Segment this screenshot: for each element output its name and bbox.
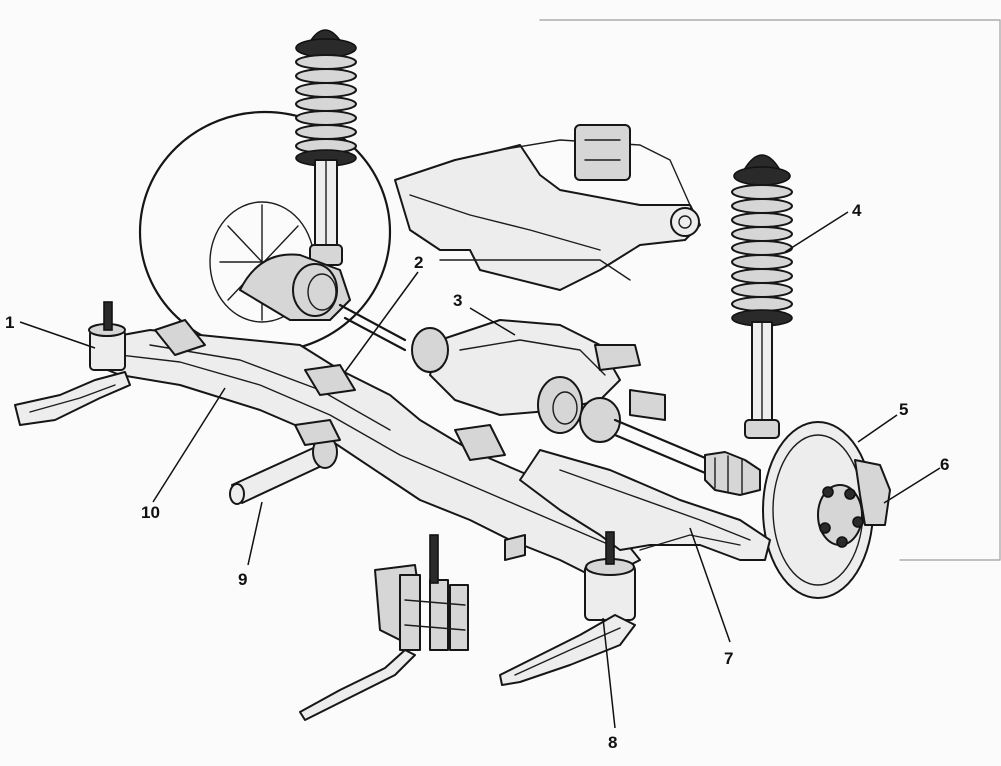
leader-6 — [883, 467, 941, 504]
leader-5 — [857, 414, 898, 443]
strut-right — [731, 154, 793, 439]
leader-9 — [247, 501, 263, 566]
callout-3: 3 — [453, 291, 462, 310]
callout-labels: 1 2 3 4 5 6 7 8 9 10 — [5, 201, 949, 752]
callout-1: 1 — [5, 313, 14, 332]
callout-8: 8 — [608, 733, 617, 752]
left-driveshaft — [239, 253, 407, 352]
rear-crossmember — [94, 319, 641, 581]
leader-4 — [784, 211, 849, 253]
trailing-arm — [519, 449, 771, 561]
right-mount — [499, 531, 636, 686]
strut-left — [295, 29, 357, 266]
differential — [411, 319, 666, 434]
body-panel — [539, 19, 1001, 561]
leader-2 — [344, 271, 419, 373]
callout-4: 4 — [852, 201, 862, 220]
leader-3 — [469, 307, 516, 336]
anti-roll-bar — [229, 419, 341, 505]
brake-disc — [762, 421, 891, 599]
callout-5: 5 — [899, 400, 908, 419]
leader-8 — [602, 617, 616, 729]
callout-6: 6 — [940, 455, 949, 474]
leader-7 — [689, 527, 731, 643]
front-subframe — [394, 124, 701, 291]
callout-7: 7 — [724, 649, 733, 668]
leader-lines — [19, 211, 941, 729]
right-driveshaft — [579, 397, 761, 496]
leader-1 — [19, 321, 96, 349]
callout-9: 9 — [238, 570, 247, 589]
callout-2: 2 — [414, 253, 423, 272]
leader-10 — [152, 387, 226, 503]
callout-10: 10 — [141, 503, 160, 522]
left-mount — [14, 301, 131, 426]
loose-bracket — [299, 534, 469, 721]
